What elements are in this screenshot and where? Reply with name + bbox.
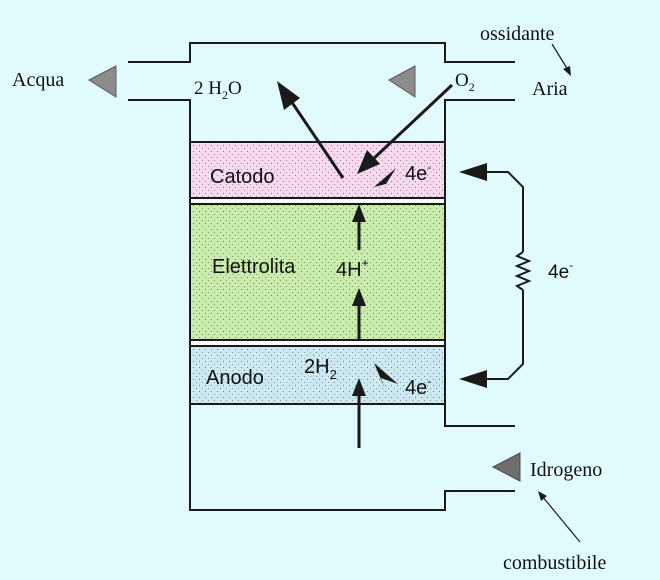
hydrogen-in-arrow bbox=[352, 378, 366, 448]
circuit-electrons-label: 4e- bbox=[548, 258, 573, 283]
hydrogen-flow-arrowhead-icon bbox=[491, 452, 521, 482]
anode-label: Anodo bbox=[206, 367, 264, 389]
oxidant-label: ossidante bbox=[480, 23, 555, 45]
oxygen-in-arrow bbox=[357, 83, 454, 174]
anode-fuel-label: 2H2 bbox=[304, 356, 337, 382]
proton-arrow-lower bbox=[352, 288, 366, 340]
oxidant-pointer bbox=[551, 43, 571, 76]
anode-layer bbox=[189, 345, 446, 405]
circuit-arrow-anode-icon bbox=[459, 370, 487, 388]
circuit-arrow-cathode-icon bbox=[459, 163, 487, 181]
water-molecule-label: 2 H2O bbox=[194, 78, 242, 102]
external-circuit bbox=[480, 171, 532, 380]
electrolyte-layer bbox=[189, 203, 446, 341]
hydrogen-in-label: Idrogeno bbox=[530, 459, 602, 481]
cathode-layer bbox=[189, 141, 446, 199]
fuel-label: combustibile bbox=[503, 552, 606, 574]
cathode-electrons-label: 4e- bbox=[405, 160, 431, 185]
cathode-label: Catodo bbox=[210, 166, 275, 188]
water-out-label: Acqua bbox=[12, 69, 64, 91]
cell-casing bbox=[128, 42, 515, 511]
air-flow-arrowhead-icon bbox=[388, 65, 416, 98]
proton-label: 4H+ bbox=[336, 256, 369, 281]
anode-electrons-label: 4e- bbox=[405, 374, 431, 399]
electrolyte-label: Elettrolita bbox=[212, 256, 296, 278]
water-flow-arrowhead-icon bbox=[87, 65, 117, 98]
water-out-arrow bbox=[277, 81, 345, 179]
proton-arrow-upper bbox=[352, 204, 366, 250]
air-in-label: Aria bbox=[532, 78, 568, 100]
oxygen-label: O2 bbox=[455, 70, 475, 94]
anode-electron-arrowhead-icon bbox=[374, 363, 398, 389]
cathode-electron-arrowhead-icon bbox=[374, 168, 402, 187]
fuel-pointer bbox=[538, 491, 581, 543]
